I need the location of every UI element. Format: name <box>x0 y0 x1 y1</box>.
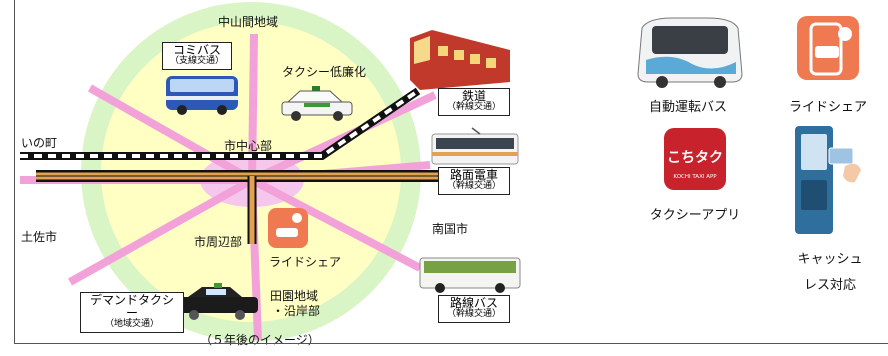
rideshare-map-illustration <box>268 208 308 248</box>
frame-left-border <box>14 0 15 343</box>
tram-line <box>36 170 440 244</box>
label-cashless-line1: キャッシュ <box>797 252 863 267</box>
box-tram-sub: （幹線交通） <box>446 181 501 192</box>
taxi-app-logo-subtext: KOCHI TAXI APP <box>673 174 717 180</box>
tram-illustration <box>431 127 519 165</box>
cashless-terminal-illustration <box>795 126 861 234</box>
box-demand-taxi-sub: （地域交通） <box>104 319 159 330</box>
label-rideshare-map: ライドシェア <box>269 255 342 269</box>
box-railway-sub: （幹線交通） <box>446 102 501 113</box>
box-route-bus: 路線バス （幹線交通） <box>438 295 510 324</box>
label-rideshare: ライドシェア <box>788 100 867 115</box>
label-denen: 田園地域 <box>270 289 319 303</box>
label-nakayamama: 中山間地域 <box>218 15 279 29</box>
box-community-bus-main: コミバス <box>172 43 221 57</box>
label-periphery: 市周辺部 <box>194 235 243 249</box>
label-center: 市中心部 <box>224 139 273 153</box>
box-tram: 路面電車 （幹線交通） <box>438 167 510 196</box>
taxi-app-logo: こちタク KOCHI TAXI APP <box>664 128 726 190</box>
box-community-bus: コミバス （支線交通） <box>162 42 232 71</box>
box-railway-main: 鉄道 <box>461 89 486 103</box>
label-tosa: 土佐市 <box>21 230 58 244</box>
box-route-bus-sub: （幹線交通） <box>446 309 501 320</box>
label-taxi-lowcost: タクシー低廉化 <box>282 65 367 79</box>
label-inocho: いの町 <box>21 136 58 150</box>
autonomous-bus-illustration <box>637 17 743 88</box>
taxi-illustration <box>281 86 353 121</box>
train-illustration <box>410 30 510 90</box>
community-bus-illustration <box>166 76 238 115</box>
diagram-caption: （５年後のイメージ） <box>200 333 320 347</box>
box-railway: 鉄道 （幹線交通） <box>438 88 510 117</box>
label-taxi-app: タクシーアプリ <box>649 208 741 223</box>
label-autonomous-bus: 自動運転バス <box>648 100 727 115</box>
box-route-bus-main: 路線バス <box>449 296 498 310</box>
route-bus-illustration <box>419 257 521 293</box>
label-nankoku: 南国市 <box>432 222 469 236</box>
box-demand-taxi: デマンドタクシー （地域交通） <box>80 292 184 334</box>
label-engan: ・沿岸部 <box>272 304 321 318</box>
frame-bottom-border <box>14 343 888 344</box>
box-community-bus-sub: （支線交通） <box>169 56 224 67</box>
railway-line <box>20 87 421 160</box>
demand-taxi-illustration <box>178 283 258 320</box>
taxi-app-logo-text: こちタク <box>667 150 723 166</box>
rideshare-app-illustration <box>797 16 859 80</box>
label-cashless-line2: レス対応 <box>803 278 856 293</box>
box-tram-main: 路面電車 <box>449 168 498 182</box>
box-demand-taxi-main: デマンドタクシー <box>89 293 174 321</box>
